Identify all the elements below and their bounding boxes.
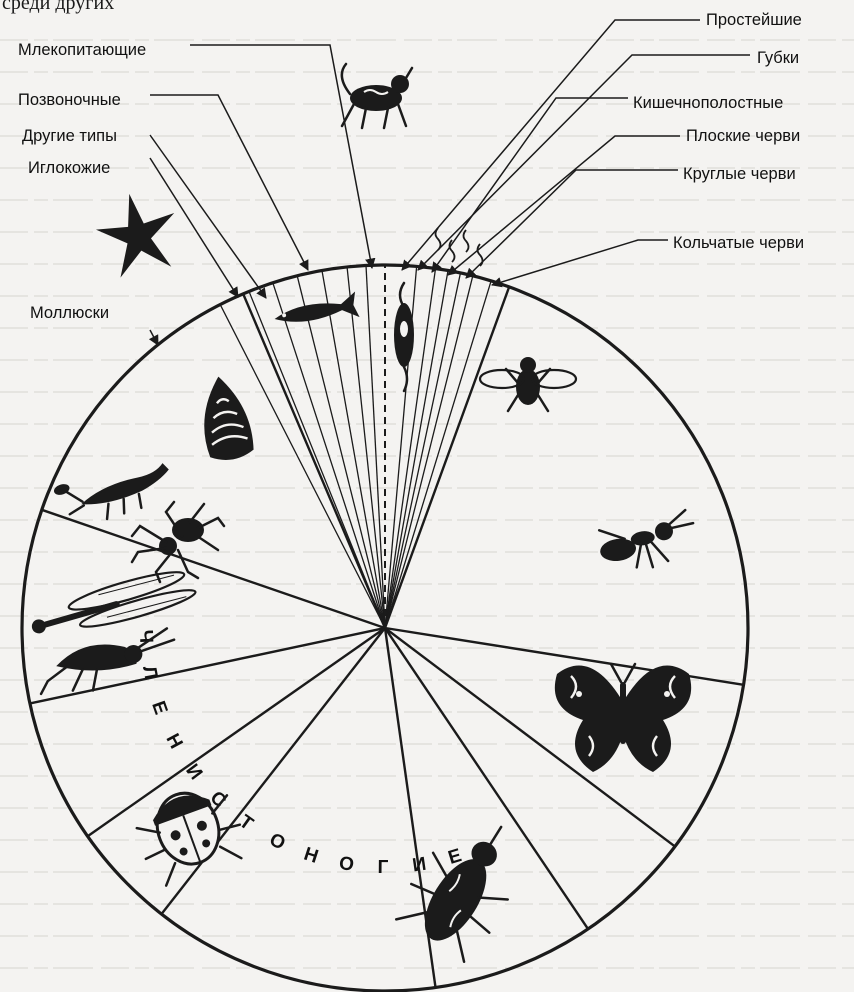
leader-line xyxy=(492,240,668,285)
fan-line xyxy=(385,271,448,628)
leader-line xyxy=(150,95,308,270)
label-annelids: Кольчатые черви xyxy=(673,234,804,252)
label-other-phyla: Другие типы xyxy=(22,127,117,145)
label-protozoa: Простейшие xyxy=(706,11,802,29)
arc-letter: О xyxy=(338,853,356,876)
right-labels: Простейшие Губки Кишечнополостные Плоски… xyxy=(633,11,804,252)
page-header-fragment: среди других xyxy=(2,0,114,14)
arc-letter: О xyxy=(266,829,289,854)
protozoa-icon xyxy=(394,283,414,391)
arc-letter: Е xyxy=(147,698,171,717)
arc-letter: Н xyxy=(162,730,187,752)
leader-line xyxy=(466,170,678,278)
wiggle-arrow xyxy=(436,228,441,250)
arc-letter: Г xyxy=(377,857,388,878)
label-flatworms: Плоские черви xyxy=(686,127,800,145)
fly-icon xyxy=(480,357,576,411)
leader-line xyxy=(190,45,372,268)
arc-letter: И xyxy=(411,854,428,877)
label-vertebrates: Позвоночные xyxy=(18,91,121,109)
dragonfly-icon xyxy=(27,564,198,646)
arc-letter: И xyxy=(181,760,206,784)
leader-line xyxy=(150,330,158,345)
spider-icon xyxy=(132,502,224,582)
arc-letter: Н xyxy=(301,844,321,868)
snail-icon xyxy=(195,373,256,464)
leader-line xyxy=(432,98,628,272)
fan-line xyxy=(273,283,385,628)
label-mollusks: Моллюски xyxy=(30,304,109,322)
sector-line xyxy=(385,628,588,929)
ant-icon xyxy=(596,509,698,574)
left-labels: Млекопитающие Позвоночные Другие типы Иг… xyxy=(18,41,146,322)
label-coelenterates: Кишечнополостные xyxy=(633,94,783,112)
label-echinoderms: Иглокожие xyxy=(28,159,110,177)
wiggle-arrow xyxy=(464,230,469,252)
mammal-icon xyxy=(342,64,412,128)
fan-line xyxy=(249,291,385,628)
fish-icon xyxy=(272,292,359,332)
label-sponges: Губки xyxy=(757,49,799,67)
arc-letter: Л xyxy=(138,664,161,681)
leader-line xyxy=(150,158,238,297)
label-mammals: Млекопитающие xyxy=(18,41,146,59)
label-roundworms: Круглые черви xyxy=(683,165,796,183)
